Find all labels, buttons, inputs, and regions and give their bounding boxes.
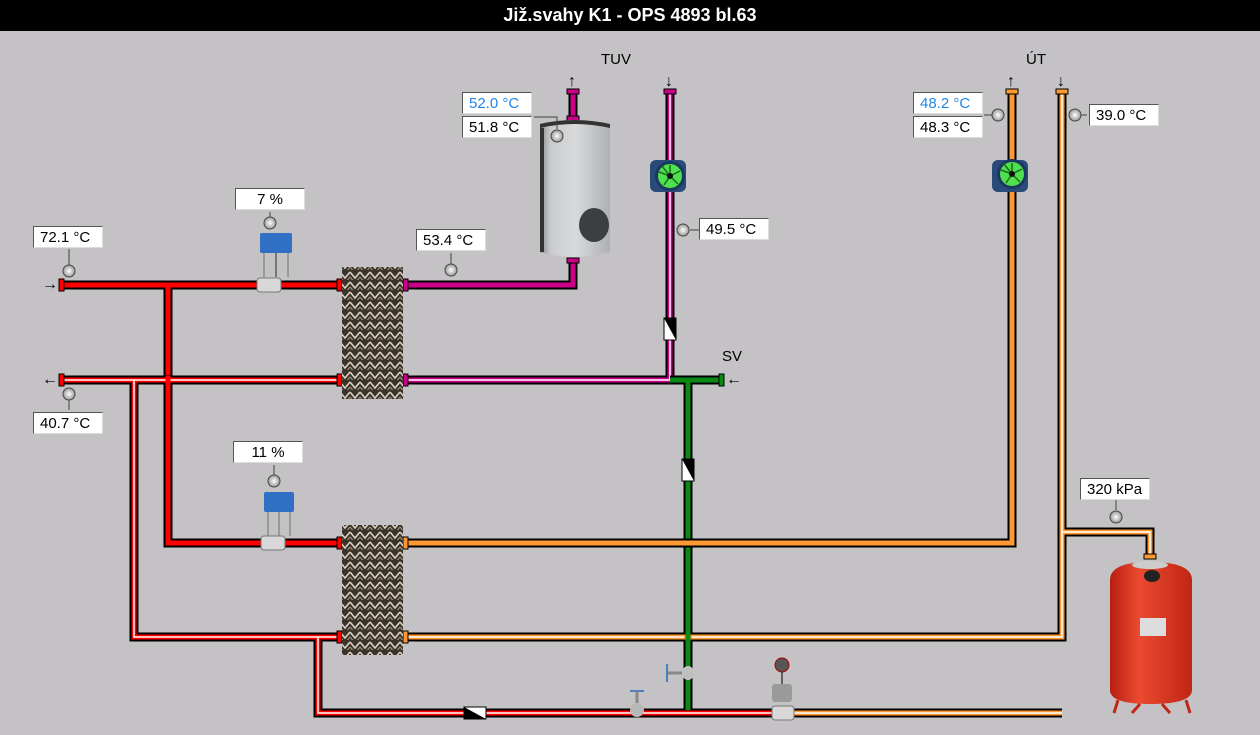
gauge-icon [263, 216, 277, 230]
label-sv: SV [722, 348, 743, 365]
arrow-sv-in-icon: ← [726, 371, 742, 388]
pressure-regulator[interactable] [771, 657, 795, 721]
pump-tuv[interactable] [650, 160, 686, 192]
gauge-icon [444, 263, 458, 277]
gauge-icon [1109, 510, 1123, 524]
tuv-hx-outlet-temp[interactable]: 53.4 °C [416, 229, 486, 251]
shutoff-valve-fill[interactable] [630, 690, 644, 717]
heat-exchanger-tuv [342, 267, 403, 399]
arrow-primary-out-icon: ← [42, 371, 58, 388]
primary-return-pipe [62, 375, 1062, 718]
ut-return-temp[interactable]: 39.0 °C [1089, 104, 1159, 126]
arrow-ut-out-icon: ↑ [1007, 73, 1015, 90]
arrow-tuv-out-icon: ↑ [568, 73, 576, 90]
system-pressure[interactable]: 320 kPa [1080, 478, 1150, 500]
shutoff-valve-cold-water[interactable] [666, 664, 694, 682]
gauge-icon [267, 474, 281, 488]
ut-return-pipe [405, 92, 1155, 718]
gauge-icon [62, 264, 76, 278]
tuv-setpoint[interactable]: 52.0 °C [462, 92, 532, 114]
gauge-icon [550, 129, 564, 143]
check-valve-return [463, 706, 487, 720]
ut-supply-pipe [405, 92, 1017, 548]
heat-exchanger-ut [342, 525, 403, 655]
arrow-tuv-circ-in-icon: ↓ [665, 73, 673, 90]
window-title: Již.svahy K1 - OPS 4893 bl.63 [0, 0, 1260, 31]
tuv-circulation-temp[interactable]: 49.5 °C [699, 218, 769, 240]
check-valve-tuv-circulation [663, 317, 677, 341]
expansion-vessel [1110, 561, 1192, 714]
arrow-primary-in-icon: → [42, 276, 58, 293]
ut-supply-temp[interactable]: 48.3 °C [913, 116, 983, 138]
pipe-caps [58, 88, 1157, 644]
gauge-icon [676, 223, 690, 237]
pump-ut[interactable] [992, 159, 1028, 192]
gauge-icon [62, 387, 76, 401]
gauge-icons [62, 108, 1123, 524]
control-valve-tuv[interactable] [256, 233, 292, 293]
tuv-tank-temp[interactable]: 51.8 °C [462, 116, 532, 138]
gauge-icon [991, 108, 1005, 122]
label-ut: ÚT [1026, 51, 1046, 68]
primary-supply-temp[interactable]: 72.1 °C [33, 226, 103, 248]
ut-setpoint[interactable]: 48.2 °C [913, 92, 983, 114]
valve-ut-position[interactable]: 11 % [233, 441, 303, 463]
valve-tuv-position[interactable]: 7 % [235, 188, 305, 210]
tuv-storage-tank [540, 120, 610, 257]
arrow-ut-in-icon: ↓ [1057, 73, 1065, 90]
control-valve-ut[interactable] [260, 492, 294, 551]
primary-return-temp[interactable]: 40.7 °C [33, 412, 103, 434]
check-valve-cold-water [681, 458, 695, 482]
primary-supply-pipe [62, 280, 340, 548]
label-tuv: TUV [601, 51, 631, 68]
gauge-icon [1068, 108, 1082, 122]
